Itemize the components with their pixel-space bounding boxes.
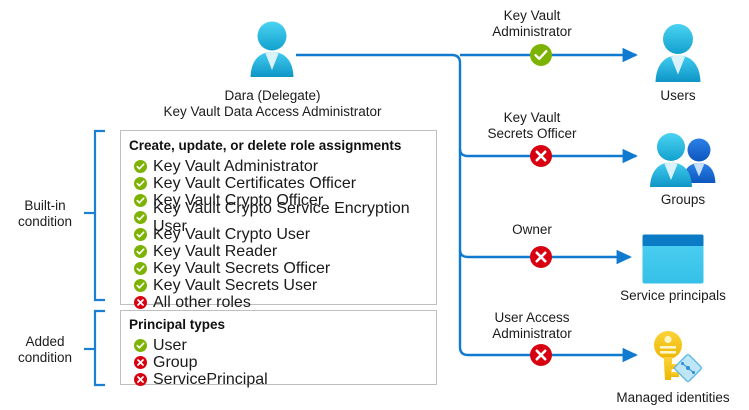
list-item: Group: [131, 354, 436, 371]
check-circle-icon: [131, 211, 149, 224]
branch-line-service-principals: [458, 249, 632, 265]
edge-label-managed-identities-line1: User Access: [494, 310, 570, 325]
list-item: Key Vault Secrets User: [131, 277, 436, 294]
node-label-users: Users: [660, 88, 696, 103]
panel-principal-types-title: Principal types: [129, 317, 226, 332]
bracket-label-built-in-line1: Built-in: [24, 198, 66, 213]
status-badge-deny-service-principals: [530, 246, 552, 273]
bracket-added: [93, 309, 105, 387]
check-circle-icon: [131, 245, 149, 258]
check-circle-icon: [131, 339, 149, 352]
bracket-label-added-line2: condition: [17, 350, 73, 365]
role-label: Key Vault Secrets Officer: [153, 259, 331, 277]
list-item: Key Vault Administrator: [131, 158, 436, 175]
role-label: Key Vault Crypto Service Encryption User: [153, 199, 410, 235]
cross-circle-icon: [131, 373, 149, 386]
role-label: Key Vault Crypto User: [153, 225, 311, 243]
principal-label: ServicePrincipal: [153, 370, 268, 388]
check-circle-icon: [131, 160, 149, 173]
cross-circle-icon: [131, 296, 149, 309]
node-label-service-principals: Service principals: [620, 288, 726, 303]
source-name: Dara (Delegate): [224, 88, 321, 103]
edge-label-service-principals-line1: Owner: [512, 222, 552, 237]
bracket-label-built-in-line2: condition: [17, 214, 73, 229]
branch-line-groups: [458, 148, 638, 164]
panel-role-assignments: Create, update, or delete role assignmen…: [120, 130, 437, 311]
list-item: ServicePrincipal: [131, 371, 436, 388]
node-label-groups: Groups: [660, 192, 706, 207]
status-badge-allow-users: [530, 44, 552, 71]
service-principal-icon: [642, 234, 704, 284]
source-role: Key Vault Data Access Administrator: [163, 104, 382, 119]
list-item: Key Vault Certificates Officer: [131, 175, 436, 192]
status-badge-deny-managed-identities: [530, 344, 552, 371]
list-item: All other roles: [131, 294, 436, 311]
edge-label-groups-line1: Key Vault: [503, 110, 561, 125]
edge-label-groups-line2: Secrets Officer: [487, 126, 577, 141]
node-label-managed-identities: Managed identities: [616, 390, 730, 405]
check-circle-icon: [131, 177, 149, 190]
principal-label: User: [153, 336, 187, 354]
list-item: Key Vault Reader: [131, 243, 436, 260]
check-circle-icon: [131, 279, 149, 292]
user-icon: [244, 20, 300, 78]
list-item: Key Vault Crypto User: [131, 226, 436, 243]
list-item: Key Vault Secrets Officer: [131, 260, 436, 277]
role-label: Key Vault Administrator: [153, 157, 319, 175]
groups-icon: [645, 128, 721, 190]
role-label: Key Vault Crypto Officer: [153, 191, 324, 209]
check-circle-icon: [131, 262, 149, 275]
edge-label-users-line2: Administrator: [492, 24, 572, 39]
list-item: Key Vault Crypto Officer: [131, 192, 436, 209]
role-label: Key Vault Reader: [153, 242, 278, 260]
role-label: Key Vault Certificates Officer: [153, 174, 357, 192]
status-badge-deny-groups: [530, 145, 552, 172]
bracket-built-in: [93, 129, 105, 302]
edge-label-users-line1: Key Vault: [503, 8, 561, 23]
cross-circle-icon: [131, 356, 149, 369]
role-label: Key Vault Secrets User: [153, 276, 318, 294]
role-label: All other roles: [153, 293, 251, 311]
list-item: User: [131, 337, 436, 354]
principal-label: Group: [153, 353, 198, 371]
check-circle-icon: [131, 194, 149, 207]
list-item: Key Vault Crypto Service Encryption User: [131, 200, 436, 235]
edge-label-managed-identities-line2: Administrator: [492, 326, 572, 341]
bracket-label-added-line1: Added: [25, 334, 65, 349]
managed-identity-key-icon: [648, 330, 706, 386]
trunk-line: [296, 53, 638, 363]
panel-role-assignments-title: Create, update, or delete role assignmen…: [129, 138, 402, 153]
check-circle-icon: [131, 228, 149, 241]
users-icon: [648, 22, 708, 84]
